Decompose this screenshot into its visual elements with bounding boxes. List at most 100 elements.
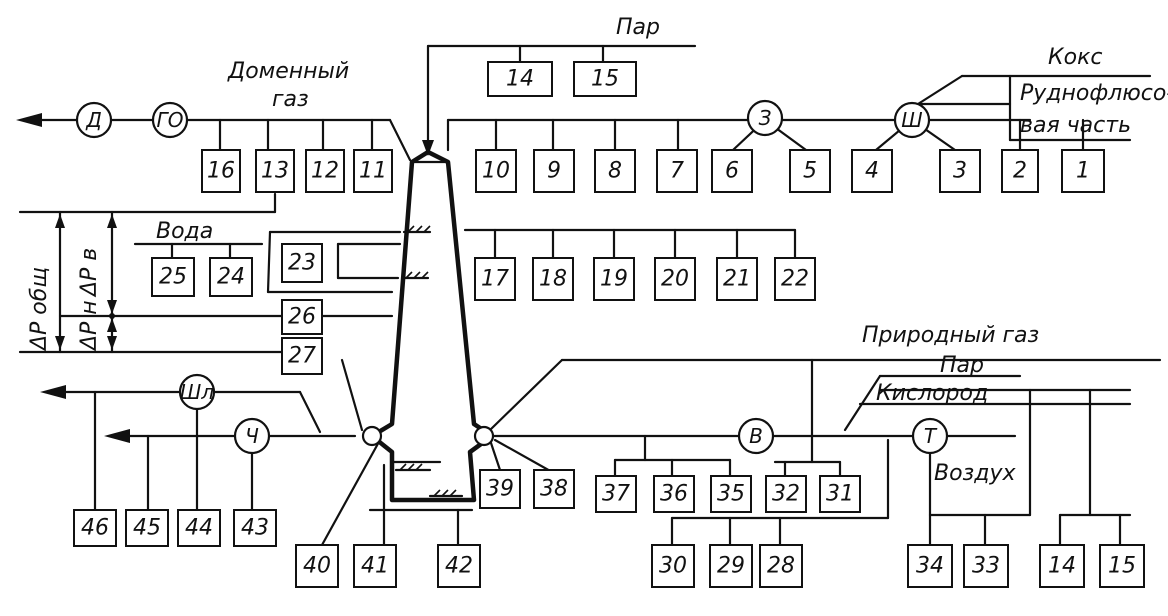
node-go: ГО [151,101,189,139]
svg-text:20: 20 [661,267,689,292]
box-46: 46 [73,509,117,547]
label-air: Воздух [934,461,1016,486]
svg-text:25: 25 [159,265,187,290]
svg-text:22: 22 [781,267,809,292]
svg-text:26: 26 [288,305,316,330]
box-27: 27 [281,337,323,375]
box-5: 5 [789,149,831,193]
svg-text:24: 24 [217,265,245,290]
svg-text:1: 1 [1076,159,1090,184]
label-steam-top: Пар [616,15,660,40]
box-30: 30 [651,544,695,588]
svg-text:Д: Д [85,108,102,132]
svg-text:З: З [759,106,772,130]
svg-text:13: 13 [261,159,289,184]
svg-text:38: 38 [540,477,568,502]
box-9: 9 [533,149,575,193]
svg-text:19: 19 [600,267,628,292]
svg-text:В: В [749,424,763,448]
svg-text:23: 23 [288,251,316,276]
box-42: 42 [437,544,481,588]
box-15-top: 15 [573,61,637,97]
svg-text:33: 33 [972,554,1000,579]
text-labels: Пар Кокс Рудно­флюсо- вая часть Доменный… [27,15,1168,486]
node-ch: Ч [233,417,271,455]
box-3: 3 [939,149,981,193]
node-v: В [737,417,775,455]
box-12: 12 [305,149,345,193]
box-1: 1 [1061,149,1105,193]
svg-text:4: 4 [865,159,879,184]
box-13: 13 [255,149,295,193]
box-10: 10 [475,149,517,193]
box-40: 40 [295,544,339,588]
svg-text:Ш: Ш [901,108,922,132]
blast-furnace-shaft [361,149,495,503]
hatch-marks [394,225,464,498]
svg-text:31: 31 [826,482,854,507]
svg-text:3: 3 [953,159,967,184]
node-t: Т [911,417,949,455]
numbered-boxes: 14 15 16 13 12 11 10 9 8 7 6 5 4 3 2 1 2… [73,61,1145,588]
box-31: 31 [819,475,861,513]
label-steam-right: Пар [940,353,984,378]
box-34: 34 [907,544,953,588]
label-ore-part-2: вая часть [1020,113,1131,138]
svg-text:36: 36 [660,482,688,507]
label-dp-v: ΔP в [77,248,102,298]
svg-text:30: 30 [659,554,687,579]
svg-text:2: 2 [1013,159,1027,184]
box-8: 8 [594,149,636,193]
svg-text:40: 40 [303,554,331,579]
box-38: 38 [533,469,575,509]
svg-text:34: 34 [916,554,944,579]
box-2: 2 [1001,149,1039,193]
label-blast-gas-2: газ [272,87,309,112]
svg-text:43: 43 [241,516,269,541]
box-41: 41 [353,544,397,588]
svg-text:12: 12 [311,159,339,184]
svg-text:46: 46 [81,516,109,541]
svg-text:28: 28 [767,554,795,579]
svg-text:Ч: Ч [245,424,259,448]
box-11: 11 [353,149,393,193]
label-dp-total: ΔP общ [27,267,52,352]
circle-nodes: Д ГО З Ш Шл Ч В Т [75,99,949,455]
svg-text:27: 27 [288,344,316,369]
box-16: 16 [201,149,241,193]
box-33: 33 [963,544,1009,588]
svg-text:17: 17 [481,267,509,292]
svg-text:41: 41 [361,554,389,579]
box-26: 26 [281,299,323,335]
svg-text:45: 45 [133,516,161,541]
svg-text:42: 42 [445,554,473,579]
box-14-bottom: 14 [1039,544,1085,588]
box-23: 23 [281,243,323,283]
svg-text:39: 39 [486,477,514,502]
box-32: 32 [765,475,807,513]
label-blast-gas-1: Доменный [227,59,349,84]
label-water: Вода [156,219,213,244]
box-28: 28 [759,544,803,588]
svg-text:14: 14 [1048,554,1076,579]
svg-text:6: 6 [725,159,739,184]
svg-text:Шл: Шл [180,380,214,404]
label-oxygen: Кислород [876,381,988,406]
box-15-bottom: 15 [1099,544,1145,588]
box-19: 19 [593,257,635,301]
label-ore-part-1: Рудно­флюсо- [1020,81,1168,106]
node-shl: Шл [178,373,216,411]
label-coke: Кокс [1048,45,1102,70]
svg-text:Т: Т [924,424,938,448]
svg-text:37: 37 [602,482,630,507]
label-dp-n: ΔP н [77,300,102,352]
svg-text:15: 15 [1108,554,1136,579]
box-39: 39 [479,469,521,509]
label-natural-gas: Природный газ [862,323,1039,348]
box-24: 24 [209,257,253,297]
node-z: З [746,99,784,137]
svg-text:7: 7 [670,159,684,184]
box-18: 18 [532,257,574,301]
box-45: 45 [125,509,169,547]
svg-text:11: 11 [359,159,387,184]
